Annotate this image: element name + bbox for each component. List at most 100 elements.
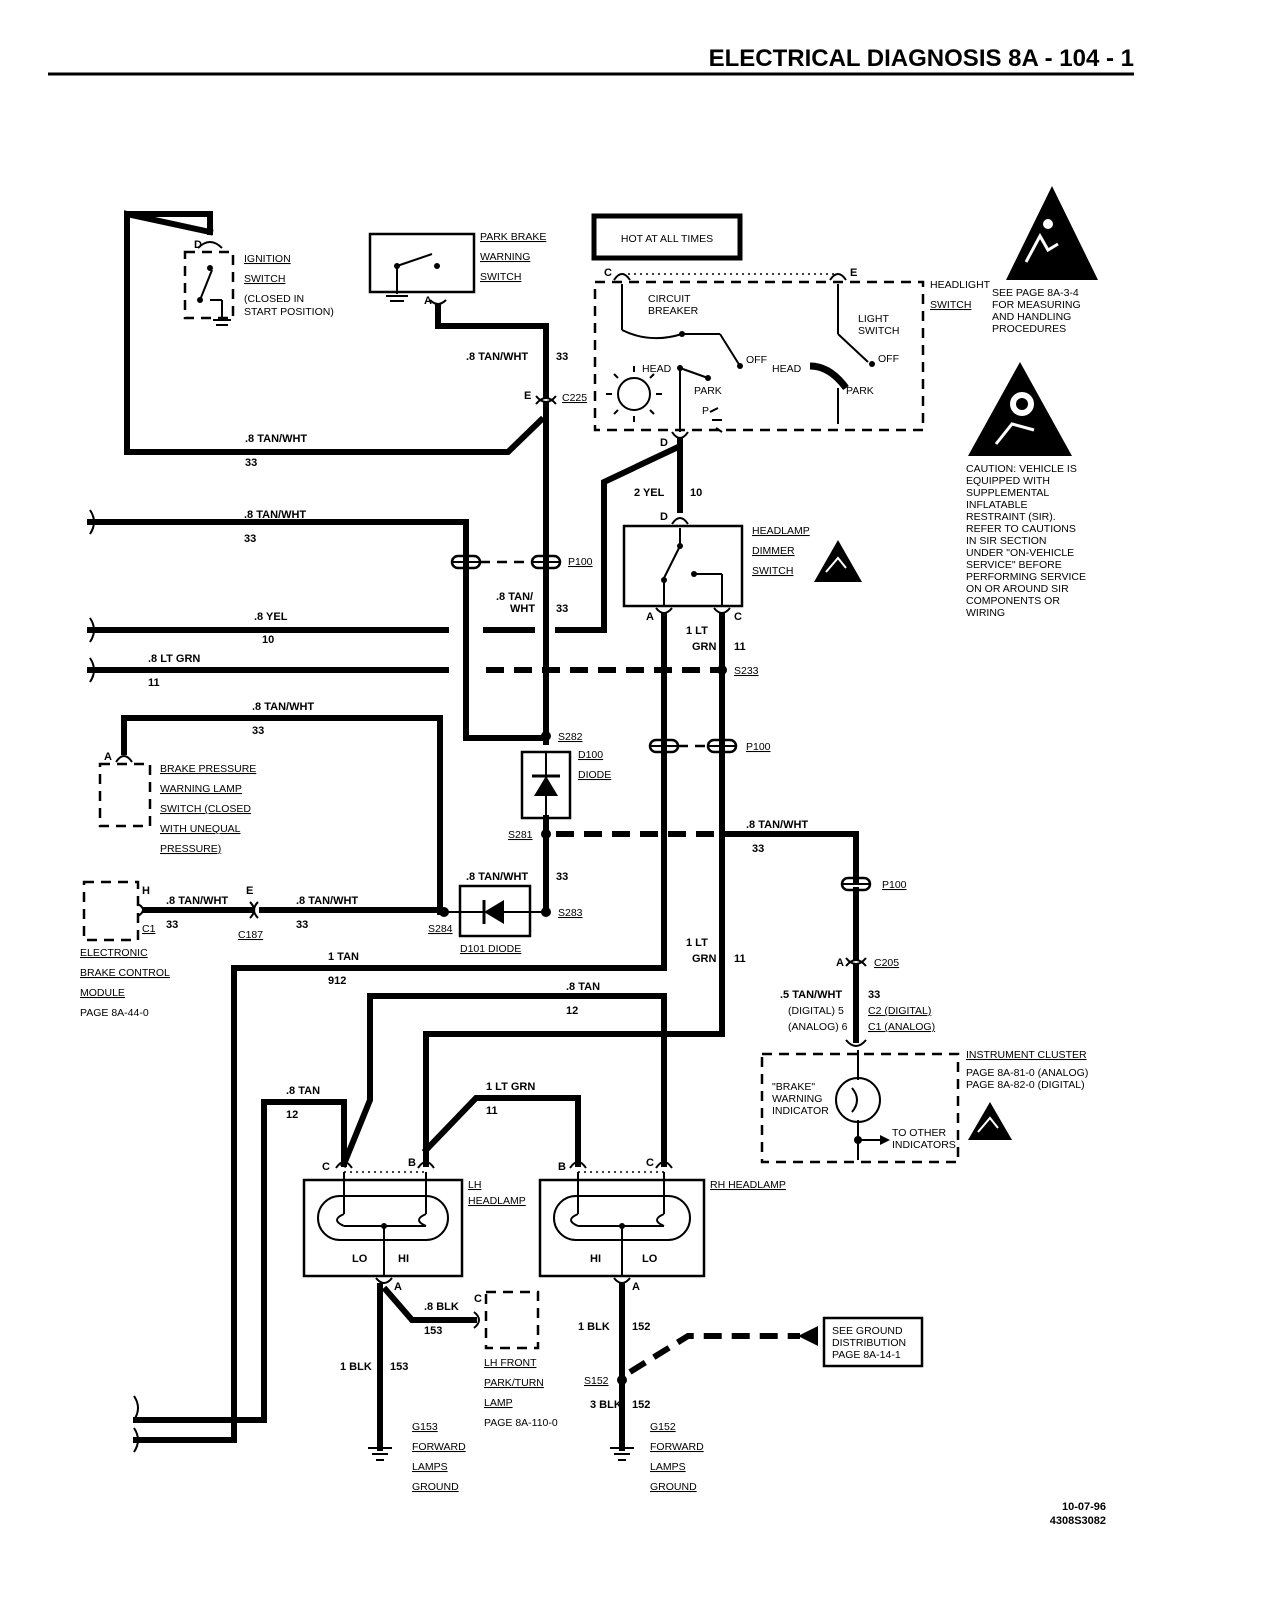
wire-num-c187: 33 — [296, 919, 308, 931]
ignition-label-1: IGNITION — [244, 253, 291, 265]
hs-pin-d: D — [660, 437, 668, 449]
bp-label-4: WITH UNEQUAL — [160, 823, 241, 835]
wire-num-11d: 11 — [486, 1105, 498, 1117]
wire-num-11b: 11 — [734, 641, 746, 653]
bp-label-1: BRAKE PRESSURE — [160, 763, 256, 775]
connector-tail-2 — [133, 1427, 139, 1453]
wire-label-1lt-a: 1 LT — [686, 625, 708, 637]
light-switch-label-2: SWITCH — [858, 325, 899, 337]
park-brake-switch: A PARK BRAKE WARNING SWITCH — [368, 231, 546, 307]
sir-note-12: COMPONENTS OR — [966, 595, 1060, 607]
ignition-switch: D IGNITION SWITCH (CLOSED IN START POSIT… — [124, 210, 546, 455]
park-brake-label-1: PARK BRAKE — [480, 231, 546, 243]
ignition-label-2: SWITCH — [244, 273, 285, 285]
ebcm-pin-h: H — [142, 885, 150, 897]
wire-label-1tan: 1 TAN — [328, 951, 359, 963]
sir-note-8: UNDER "ON-VEHICLE — [966, 547, 1074, 559]
rh-headlamp-label: RH HEADLAMP — [710, 1179, 786, 1191]
connector-tail-1 — [133, 1395, 139, 1421]
headlamp-dimmer-switch: D A C HEADLAMP DIMMER SWITCH — [622, 511, 810, 623]
wire-num-bp: 33 — [252, 725, 264, 737]
wire-num-10a: 10 — [690, 487, 702, 499]
wire-label-wht: WHT — [510, 603, 535, 615]
hs-p: P — [702, 405, 709, 417]
park-brake-label-2: WARNING — [480, 251, 530, 263]
wire-label-3blk: 3 BLK — [590, 1399, 622, 1411]
ground-dist-2: DISTRIBUTION — [832, 1337, 906, 1349]
wire-label-1ltgrn: 1 LT GRN — [486, 1081, 535, 1093]
dimmer-pin-d: D — [660, 511, 668, 523]
wire-num-153b: 153 — [390, 1361, 408, 1373]
wire-num-ign: 33 — [245, 457, 257, 469]
dimmer-label-1: HEADLAMP — [752, 525, 810, 537]
wire-num-pb: 33 — [556, 351, 568, 363]
ebcm-label-2: BRAKE CONTROL — [80, 967, 170, 979]
p100-connector-1: P100 — [450, 554, 593, 570]
other-indicators-2: INDICATORS — [892, 1139, 956, 1151]
c187-label: C187 — [238, 929, 263, 941]
headlight-switch-label-2: SWITCH — [930, 299, 971, 311]
ignition-pin-d: D — [194, 239, 202, 251]
lh-lo: LO — [352, 1253, 368, 1265]
rh-headlamp: B C HI LO A RH HEADLAMP — [538, 1157, 786, 1293]
ebcm-module: H C1 ELECTRONIC BRAKE CONTROL MODULE PAG… — [80, 880, 170, 1019]
rh-pin-a: A — [632, 1281, 640, 1293]
hs-head-2: HEAD — [772, 363, 802, 375]
p100-label-2: P100 — [746, 741, 771, 753]
wire-label-d101: .8 TAN/WHT — [466, 871, 528, 883]
sir-note-2: EQUIPPED WITH — [966, 475, 1050, 487]
wire-label-bp: .8 TAN/WHT — [252, 701, 314, 713]
wire-num-12a: 12 — [566, 1005, 578, 1017]
g152-label-1: G152 — [650, 1421, 676, 1433]
headlight-switch: C E CIRCUIT BREAKER OFF HEAD PARK P LIGH… — [593, 267, 991, 449]
p100-connector-3: P100 — [840, 876, 907, 892]
wire-label-c187: .8 TAN/WHT — [296, 895, 358, 907]
c225-pin-e: E — [524, 390, 531, 402]
esd-warning-icon — [1006, 186, 1098, 280]
ground-g152: G152 FORWARD LAMPS GROUND — [610, 1421, 704, 1493]
bp-label-2: WARNING LAMP — [160, 783, 242, 795]
ebcm-label-1: ELECTRONIC — [80, 947, 148, 959]
park-brake-label-3: SWITCH — [480, 271, 521, 283]
dimmer-label-2: DIMMER — [752, 545, 795, 557]
sir-note-10: PERFORMING SERVICE — [966, 571, 1086, 583]
g152-label-4: GROUND — [650, 1481, 697, 1493]
s281-label: S281 — [508, 829, 533, 841]
page-title: ELECTRICAL DIAGNOSIS 8A - 104 - 1 — [709, 45, 1134, 72]
d100-label-1: D100 — [578, 749, 603, 761]
sir-note-9: SERVICE" BEFORE — [966, 559, 1062, 571]
hs-park-2: PARK — [846, 385, 874, 397]
sir-note-6: REFER TO CAUTIONS — [966, 523, 1076, 535]
esd-note-1: SEE PAGE 8A-3-4 — [992, 287, 1079, 299]
wire-label-grn-b: GRN — [692, 953, 717, 965]
footer-date: 10-07-96 — [1062, 1501, 1106, 1513]
brake-indicator-label-3: INDICATOR — [772, 1105, 829, 1117]
lh-hi: HI — [398, 1253, 409, 1265]
other-indicators-1: TO OTHER — [892, 1127, 946, 1139]
s283-label: S283 — [558, 907, 583, 919]
wire-label-left-1: .8 TAN/WHT — [244, 509, 306, 521]
rh-lo: LO — [642, 1253, 658, 1265]
hs-off-1: OFF — [746, 354, 767, 366]
g153-label-2: FORWARD — [412, 1441, 466, 1453]
wire-label-ltgrn: .8 LT GRN — [148, 653, 200, 665]
rh-hi: HI — [590, 1253, 601, 1265]
wire-num-33-mid: 33 — [556, 603, 568, 615]
wire-label-grn-a: GRN — [692, 641, 717, 653]
c205-label: C205 — [874, 957, 899, 969]
wire-label-8tan-a: .8 TAN — [566, 981, 600, 993]
d101-diode: D101 DIODE — [444, 884, 546, 955]
circuit-breaker-label-2: BREAKER — [648, 305, 699, 317]
label-digital5: (DIGITAL) 5 — [788, 1005, 844, 1017]
ground-distribution-arrow — [798, 1326, 818, 1346]
lh-headlamp-label-1: LH — [468, 1179, 481, 1191]
wire-label-tanwht-a: .8 TAN/ — [496, 591, 533, 603]
esd-note-3: AND HANDLING — [992, 311, 1071, 323]
sir-caution-text: CAUTION: VEHICLE IS EQUIPPED WITH SUPPLE… — [966, 463, 1086, 619]
dimmer-pin-a: A — [646, 611, 654, 623]
wire-num-c205: 33 — [868, 989, 880, 1001]
lh-headlamp-label-2: HEADLAMP — [468, 1195, 526, 1207]
p100-label-1: P100 — [568, 556, 593, 568]
ebcm-label-3: MODULE — [80, 987, 125, 999]
wire-label-2yel: 2 YEL — [634, 487, 665, 499]
